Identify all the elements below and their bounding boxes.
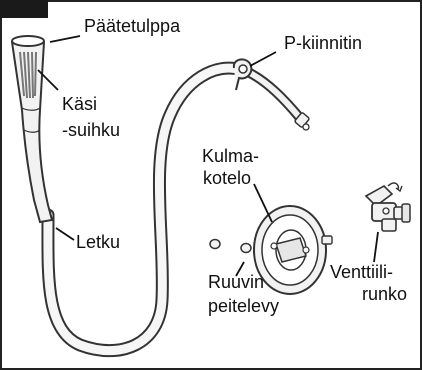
leader-p-clip — [250, 52, 276, 66]
p-clip — [234, 59, 252, 90]
screw-covers — [210, 240, 251, 253]
label-hose: Letku — [76, 232, 120, 252]
label-valve-body-line2: runko — [362, 284, 407, 304]
label-hand-shower-line2: -suihku — [62, 120, 120, 140]
label-p-clip: P-kiinnitin — [284, 33, 362, 53]
leader-hose — [56, 228, 74, 240]
valve-body — [366, 183, 410, 231]
label-elbow-housing-line2: kotelo — [203, 168, 251, 188]
hose-end — [303, 124, 309, 130]
leader-valve-body — [374, 232, 378, 262]
hand-shower — [12, 36, 52, 222]
leader-end-cap — [50, 36, 80, 42]
shower-head-rim — [12, 36, 44, 46]
label-elbow-housing-line1: Kulma- — [202, 146, 259, 166]
label-screw-cover-line2: peitelevy — [208, 296, 279, 316]
label-screw-cover-line1: Ruuvin — [208, 272, 264, 292]
leader-elbow — [254, 184, 272, 222]
elbow-housing — [254, 206, 332, 294]
label-end-cap: Päätetulppa — [84, 16, 180, 36]
label-valve-body-line1: Venttiili- — [330, 262, 393, 282]
label-hand-shower-line1: Käsi — [62, 94, 97, 114]
